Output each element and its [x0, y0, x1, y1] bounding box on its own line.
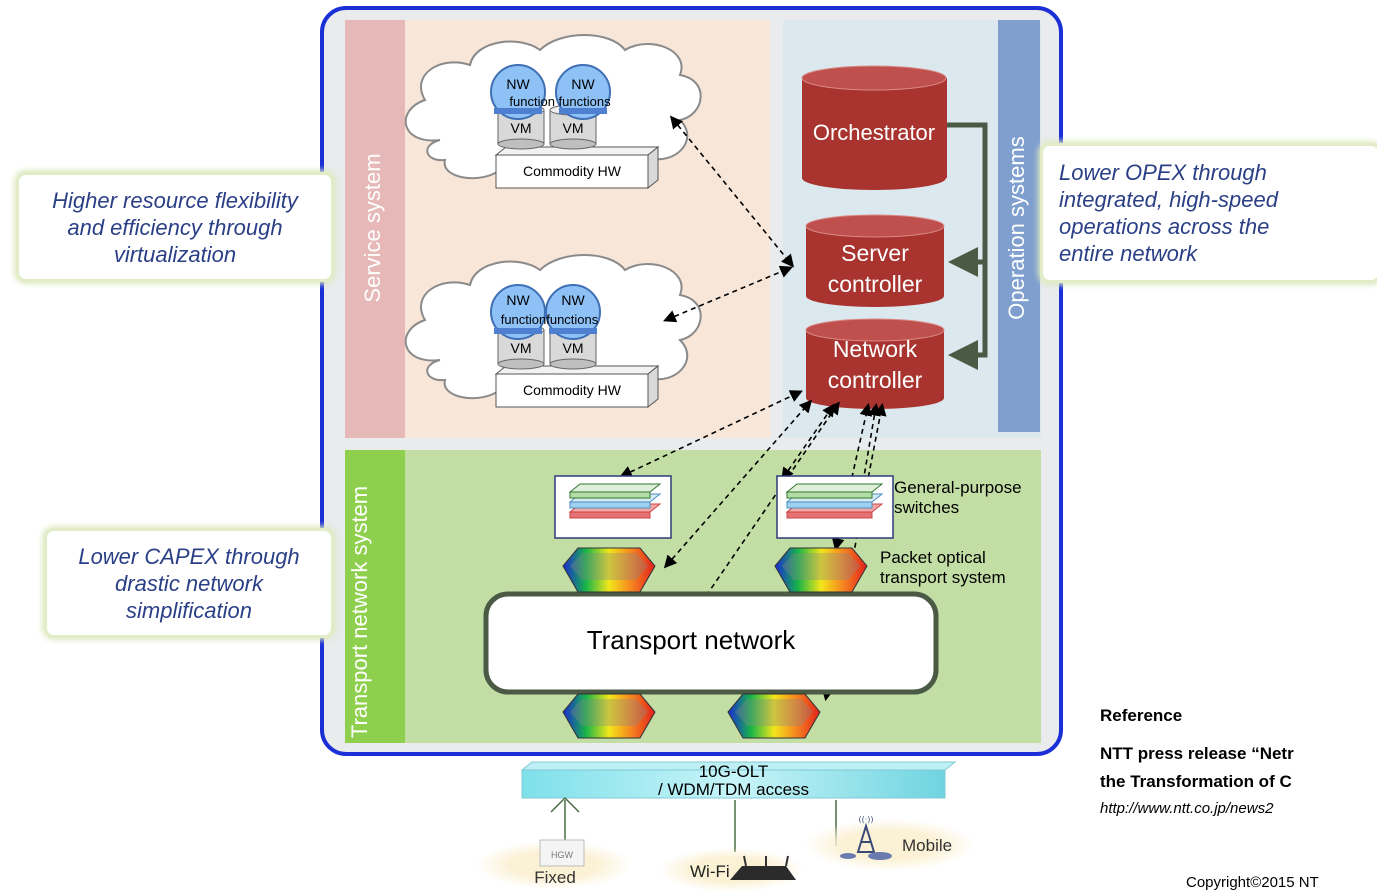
nw-label-2b: NW: [561, 292, 585, 308]
hgw-label: HGW: [551, 850, 573, 860]
commodity-hw-box-1: [494, 145, 660, 190]
reference-url[interactable]: http://www.ntt.co.jp/news2: [1100, 800, 1274, 817]
nw-label-1a: NW: [506, 76, 530, 92]
packet-optical-transport-label: Packet optical transport system: [880, 548, 1006, 587]
nw-functions-label-2: functionfunctions: [500, 312, 599, 327]
commodity-hw-label-2: Commodity HW: [522, 382, 621, 398]
pots-device-3: [562, 693, 656, 739]
pots-device-2: [774, 547, 868, 593]
reference-title: Reference: [1100, 706, 1183, 725]
mobile-label: Mobile: [902, 836, 953, 855]
orchestrator-control-arrows: [947, 122, 988, 370]
callout-lower-opex: Lower OPEX through integrated, high-spee…: [1040, 143, 1377, 283]
orchestrator-cylinder: [801, 65, 947, 190]
hgw-icon: [539, 839, 585, 867]
vm-label-2b: VM: [562, 340, 584, 356]
callout-resource-flexibility: Higher resource flexibility and efficien…: [16, 172, 334, 282]
reference-line-2: the Transformation of C: [1100, 772, 1292, 791]
olt-bar: [520, 761, 957, 799]
general-purpose-switches-label: General-purpose switches: [894, 478, 1022, 517]
vm-label-1b: VM: [562, 120, 584, 136]
svg-text:((·)): ((·)): [858, 815, 873, 824]
reference-line-1: NTT press release “Netr: [1100, 744, 1294, 763]
transport-system-strip: [345, 450, 405, 743]
fixed-label: Fixed: [534, 868, 576, 887]
nw-label-1b: NW: [571, 76, 595, 92]
pots-device-1: [562, 547, 656, 593]
nw-label-2a: NW: [506, 292, 530, 308]
service-system-strip: [345, 20, 405, 438]
wifi-label: Wi-Fi: [690, 862, 730, 881]
operation-systems-strip: [998, 20, 1040, 432]
transport-network-box: [483, 591, 939, 695]
server-controller-cylinder: [805, 214, 945, 307]
copyright: Copyright©2015 NT: [1186, 874, 1319, 891]
commodity-hw-label-1: Commodity HW: [522, 163, 621, 179]
server-controller-label: Server controller: [827, 240, 923, 297]
nw-functions-label-1: function functions: [509, 94, 611, 109]
pots-device-4: [727, 693, 821, 739]
olt-label-line1: 10G-OLT: [698, 762, 769, 781]
wifi-router-icon: [730, 855, 796, 880]
orchestrator-label: Orchestrator: [812, 120, 936, 145]
mobile-tower-icon: ((·)): [840, 815, 892, 860]
olt-label-line2: / WDM/TDM access: [657, 780, 810, 799]
switch-box-2: [776, 475, 894, 539]
transport-network-label: Transport network: [586, 625, 796, 655]
vm-label-2a: VM: [510, 340, 532, 356]
nw-function-icons-2: [490, 284, 601, 340]
network-controller-label: Network controller: [827, 336, 923, 393]
nw-function-icons-1: [490, 64, 611, 120]
callout-lower-capex: Lower CAPEX through drastic network simp…: [44, 528, 334, 638]
vm-label-1a: VM: [510, 120, 532, 136]
switch-box-1: [554, 475, 672, 539]
